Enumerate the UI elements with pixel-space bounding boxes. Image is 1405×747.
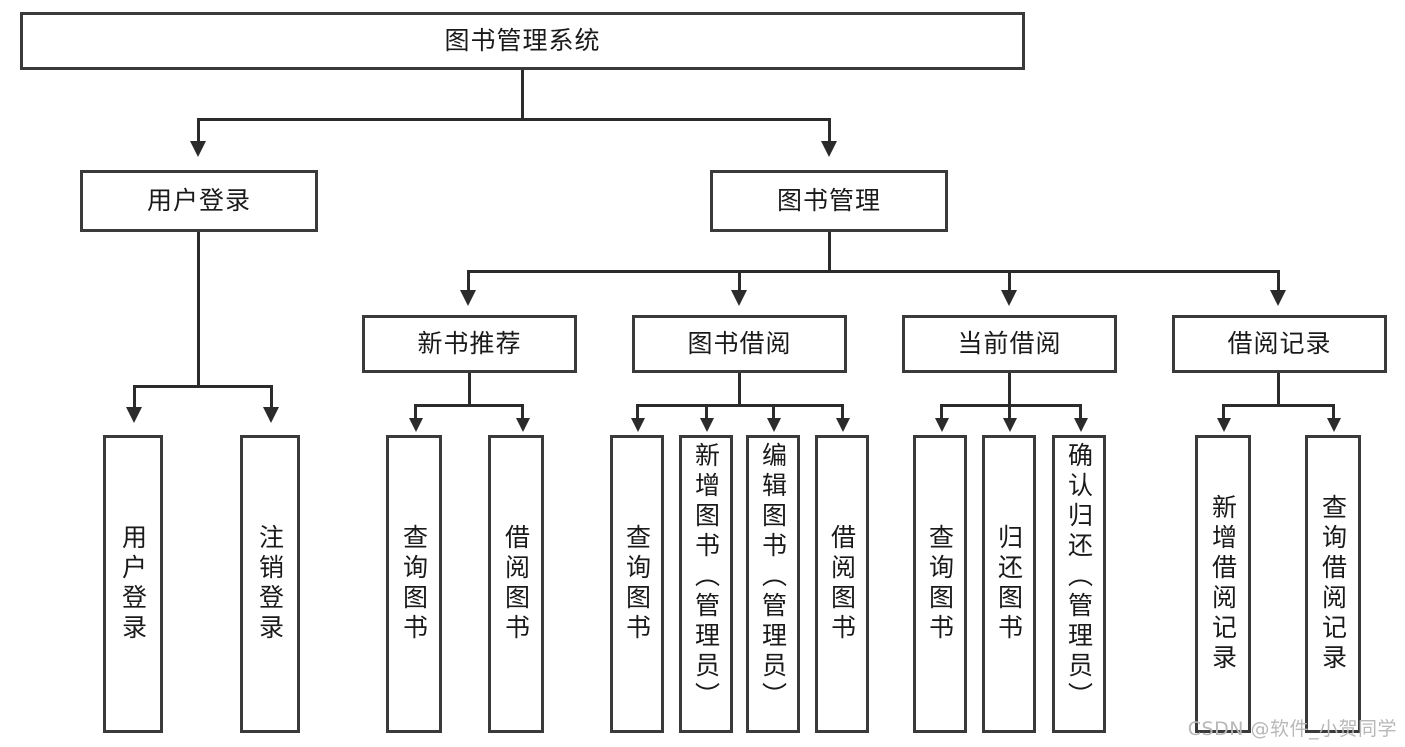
arrow-book-borrow-leaf3	[767, 418, 781, 432]
arrow-current-borrow-leaf3	[1074, 418, 1088, 432]
leaf-label: 确认归还（管理员）	[1064, 442, 1094, 712]
leaf-query-book-recommend[interactable]: 查询图书	[386, 435, 442, 733]
arrow-new-book-leaf2	[516, 418, 530, 432]
leaf-add-borrow-record[interactable]: 新增借阅记录	[1195, 435, 1251, 733]
node-root-book-management-system[interactable]: 图书管理系统	[20, 12, 1025, 70]
connector-current-borrow-leaf2	[1008, 404, 1011, 420]
arrow-to-new-book-recommend	[460, 290, 476, 306]
node-current-borrow[interactable]: 当前借阅	[902, 315, 1117, 373]
leaf-label: 借阅图书	[827, 524, 857, 644]
connector-current-borrow-stem	[1008, 373, 1011, 406]
arrow-to-current-borrow	[1001, 290, 1017, 306]
connector-new-book-stem	[468, 373, 471, 406]
leaf-borrow-book[interactable]: 借阅图书	[815, 435, 869, 733]
connector-borrow-record-leaf1	[1222, 404, 1225, 420]
leaf-label: 查询借阅记录	[1318, 494, 1348, 674]
leaf-label: 归还图书	[994, 524, 1024, 644]
arrow-to-user-login	[190, 141, 206, 157]
arrow-book-borrow-leaf2	[700, 418, 714, 432]
leaf-label: 新增图书（管理员）	[691, 442, 721, 712]
connector-book-borrow-leaf4	[841, 404, 844, 420]
node-label: 新书推荐	[417, 329, 522, 359]
connector-current-borrow-leaf3	[1079, 404, 1082, 420]
leaf-label: 查询图书	[399, 524, 429, 644]
node-user-login[interactable]: 用户登录	[80, 170, 318, 232]
arrow-current-borrow-leaf1	[935, 418, 949, 432]
connector-book-management-stem	[828, 232, 831, 272]
leaf-query-borrow-record[interactable]: 查询借阅记录	[1305, 435, 1361, 733]
arrow-to-book-borrow	[731, 290, 747, 306]
connector-new-book-bus	[414, 404, 524, 407]
connector-new-book-leaf1	[414, 404, 417, 420]
leaf-label: 编辑图书（管理员）	[758, 442, 788, 712]
leaf-borrow-book-recommend[interactable]: 借阅图书	[488, 435, 544, 733]
leaf-add-book-admin[interactable]: 新增图书（管理员）	[679, 435, 733, 733]
connector-current-borrow-bus	[940, 404, 1082, 407]
leaf-query-book-borrow[interactable]: 查询图书	[610, 435, 664, 733]
leaf-return-book[interactable]: 归还图书	[982, 435, 1036, 733]
leaf-label: 查询图书	[925, 524, 955, 644]
node-label: 图书管理系统	[444, 26, 601, 56]
arrow-to-book-management	[821, 141, 837, 157]
connector-to-current-borrow	[1008, 270, 1011, 292]
node-new-book-recommend[interactable]: 新书推荐	[362, 315, 577, 373]
node-label: 借阅记录	[1227, 329, 1332, 359]
connector-user-login-leaf1	[133, 385, 136, 409]
leaf-label: 借阅图书	[501, 524, 531, 644]
arrow-book-borrow-leaf4	[836, 418, 850, 432]
leaf-label: 用户登录	[118, 524, 148, 644]
node-borrow-record[interactable]: 借阅记录	[1172, 315, 1387, 373]
arrow-book-borrow-leaf1	[631, 418, 645, 432]
connector-book-borrow-leaf3	[772, 404, 775, 420]
connector-to-user-login	[197, 118, 200, 143]
connector-borrow-record-stem	[1277, 373, 1280, 406]
arrow-user-login-leaf1	[126, 407, 142, 423]
arrow-new-book-leaf1	[409, 418, 423, 432]
connector-borrow-record-leaf2	[1332, 404, 1335, 420]
connector-current-borrow-leaf1	[940, 404, 943, 420]
connector-to-borrow-record	[1277, 270, 1280, 292]
connector-borrow-record-bus	[1222, 404, 1335, 407]
node-book-management[interactable]: 图书管理	[710, 170, 948, 232]
arrow-borrow-record-leaf2	[1327, 418, 1341, 432]
arrow-user-login-leaf2	[263, 407, 279, 423]
connector-book-borrow-stem	[738, 373, 741, 406]
connector-user-login-leaf2	[270, 385, 273, 409]
connector-to-new-book-recommend	[467, 270, 470, 292]
connector-user-login-bus	[133, 385, 272, 388]
arrow-to-borrow-record	[1270, 290, 1286, 306]
leaf-label: 注销登录	[255, 524, 285, 644]
node-label: 图书管理	[776, 186, 881, 216]
leaf-label: 新增借阅记录	[1208, 494, 1238, 674]
node-book-borrow[interactable]: 图书借阅	[632, 315, 847, 373]
arrow-borrow-record-leaf1	[1217, 418, 1231, 432]
leaf-logout-login[interactable]: 注销登录	[240, 435, 300, 733]
node-label: 图书借阅	[687, 329, 792, 359]
connector-user-login-stem	[197, 232, 200, 385]
leaf-label: 查询图书	[622, 524, 652, 644]
connector-to-book-management	[828, 118, 831, 143]
leaf-edit-book-admin[interactable]: 编辑图书（管理员）	[746, 435, 800, 733]
node-label: 当前借阅	[957, 329, 1062, 359]
leaf-confirm-return-admin[interactable]: 确认归还（管理员）	[1052, 435, 1106, 733]
node-label: 用户登录	[146, 186, 251, 216]
connector-book-borrow-bus	[636, 404, 844, 407]
leaf-user-login[interactable]: 用户登录	[103, 435, 163, 733]
connector-book-borrow-leaf2	[705, 404, 708, 420]
connector-book-borrow-leaf1	[636, 404, 639, 420]
connector-new-book-leaf2	[521, 404, 524, 420]
connector-level3-bus	[467, 270, 1279, 273]
connector-to-book-borrow	[738, 270, 741, 292]
connector-level2-bus	[197, 118, 831, 121]
leaf-query-book-current[interactable]: 查询图书	[913, 435, 967, 733]
connector-root-stem	[521, 70, 524, 119]
arrow-current-borrow-leaf2	[1003, 418, 1017, 432]
